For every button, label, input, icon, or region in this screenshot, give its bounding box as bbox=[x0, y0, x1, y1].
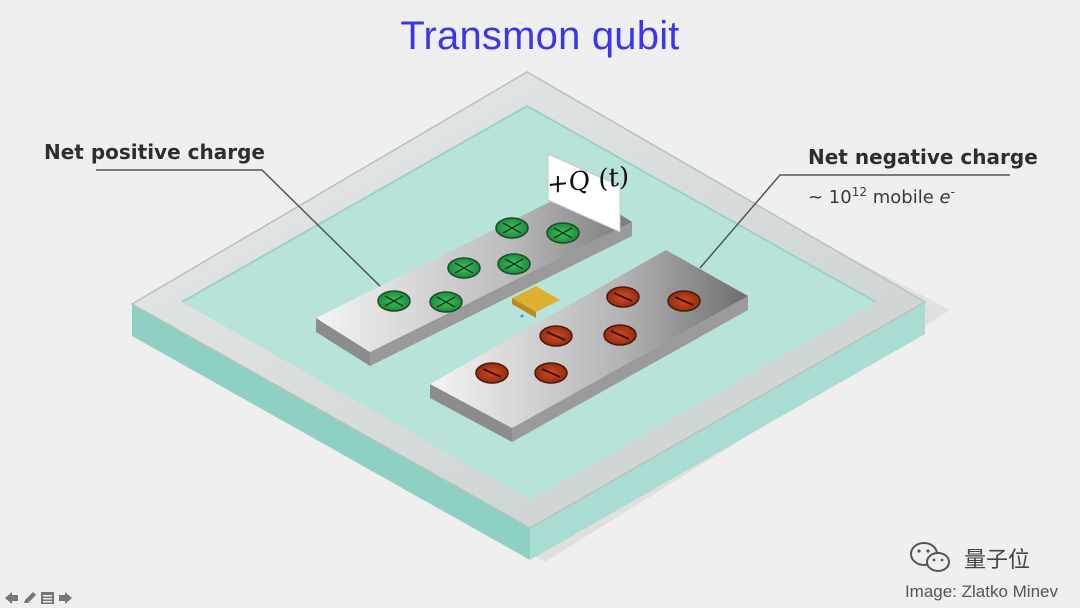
right-pad bbox=[430, 250, 748, 428]
circled-bar-icon bbox=[534, 362, 568, 384]
circled-bar-icon bbox=[475, 362, 509, 384]
left-pad-side-front bbox=[370, 222, 632, 366]
circled-bar-icon bbox=[603, 324, 637, 346]
mobile-electrons-label: ~ 1012 mobile e- bbox=[808, 185, 955, 208]
charge-label-board bbox=[547, 153, 621, 233]
leader-right bbox=[699, 174, 1010, 269]
watermark-text: 量子位 bbox=[964, 548, 1031, 573]
circled-x-icon bbox=[447, 257, 481, 279]
mobile-electrons-prefix: ~ 10 bbox=[808, 187, 852, 208]
electron-charge-sign: - bbox=[950, 185, 955, 199]
image-credit: Image: Zlatko Minev bbox=[904, 582, 1058, 601]
positive-charge-label: Net positive charge bbox=[44, 140, 265, 164]
right-pad-side-front bbox=[512, 296, 748, 442]
josephson-junction-side bbox=[512, 298, 536, 318]
arrow-right-icon[interactable] bbox=[58, 591, 73, 605]
wechat-icon bbox=[910, 542, 950, 572]
circled-x-icon bbox=[497, 253, 531, 275]
circled-x-icon bbox=[429, 291, 463, 313]
slide-title: Transmon qubit bbox=[400, 14, 680, 58]
mobile-electrons-middle: mobile bbox=[867, 187, 940, 208]
chip-side-left bbox=[132, 304, 530, 560]
junction-dot bbox=[520, 314, 524, 318]
circled-bar-icon bbox=[606, 286, 640, 308]
negative-charge-label: Net negative charge bbox=[808, 145, 1038, 169]
negative-charges bbox=[475, 286, 701, 384]
circled-bar-icon bbox=[667, 290, 701, 312]
mobile-electrons-exponent: 12 bbox=[851, 185, 867, 199]
electron-symbol: e bbox=[939, 187, 951, 208]
josephson-junction bbox=[512, 286, 560, 312]
circled-x-icon bbox=[546, 222, 580, 244]
left-pad-side bbox=[316, 318, 370, 366]
chip-side-right bbox=[530, 302, 925, 560]
circled-x-icon bbox=[495, 217, 529, 239]
menu-icon[interactable] bbox=[40, 591, 55, 605]
leader-left bbox=[96, 169, 389, 295]
watermark bbox=[910, 542, 950, 572]
circled-bar-icon bbox=[539, 325, 573, 347]
substrate-edge bbox=[181, 104, 877, 303]
arrow-left-icon[interactable] bbox=[4, 591, 19, 605]
circled-x-icon bbox=[377, 290, 411, 312]
slide-navigation bbox=[4, 591, 73, 605]
pen-icon[interactable] bbox=[22, 591, 37, 605]
positive-charges bbox=[377, 217, 580, 313]
right-pad-side bbox=[430, 384, 512, 442]
